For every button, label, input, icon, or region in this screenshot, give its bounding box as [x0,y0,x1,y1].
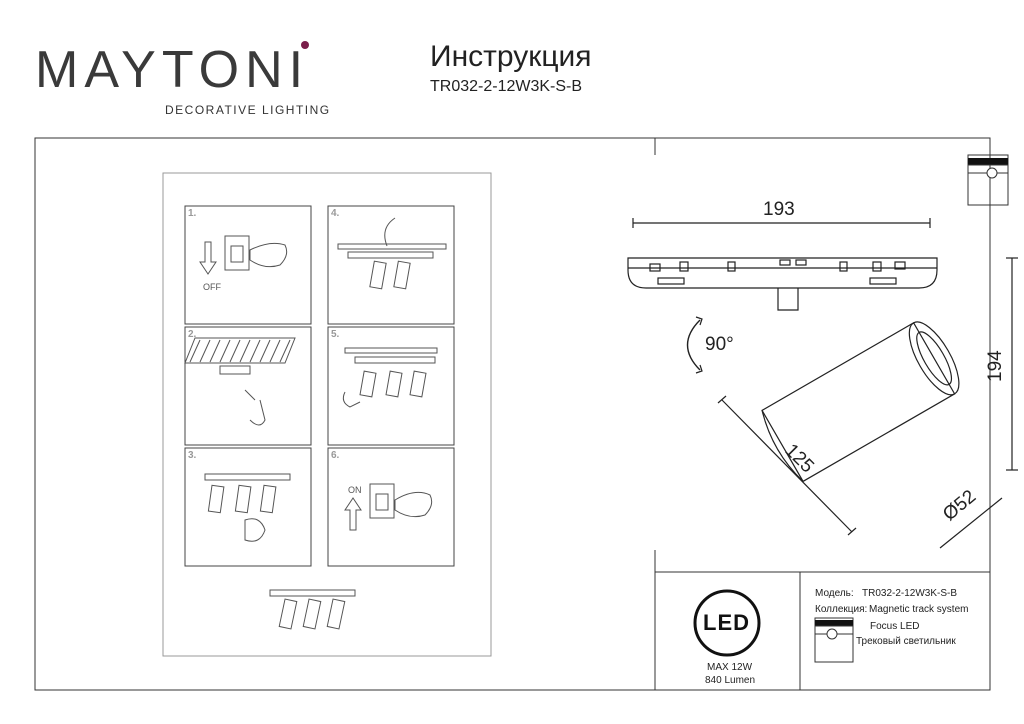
model-code: TR032-2-12W3K-S-B [430,78,583,95]
collection-value: Magnetic track system [869,604,969,615]
led-badge [693,589,761,657]
dimension-rotation: 90° [705,334,734,355]
step-box-6 [327,447,455,567]
switch-on-icon: ON [344,483,433,531]
page-title: Инструкция [430,40,592,73]
led-label: LED [703,610,750,635]
step-number-5: 5. [331,329,340,340]
brand-tagline: DECORATIVE LIGHTING [165,103,331,117]
instruction-panel [162,172,492,657]
model-label: Модель: [815,588,854,599]
dimension-height: 194 [985,350,1006,382]
svg-text:OFF: OFF [203,282,221,292]
track-icon-top [967,154,1009,206]
collection-label: Коллекция: [815,604,868,615]
lumen-rating: 840 Lumen [705,675,756,686]
switch-off-icon: OFF [199,235,288,292]
wire-connect-icon [337,217,447,290]
series-name: Focus LED [870,621,920,632]
track-icon-info [814,617,854,663]
model-value: TR032-2-12W3K-S-B [862,588,958,599]
step-number-1: 1. [188,208,197,219]
step-number-3: 3. [188,450,197,461]
step-box-5 [327,326,455,446]
step-box-1 [184,205,312,325]
screwdriver-icon [204,473,291,542]
power-rating: MAX 12W [707,662,753,673]
step-number-4: 4. [331,208,340,219]
outer-frame [34,137,991,691]
logo-dot [301,41,309,49]
dimension-width: 193 [763,199,795,220]
product-type: Трековый светильник [856,636,956,647]
final-assembly-icon [269,589,356,630]
step-number-6: 6. [331,450,340,461]
step-box-4 [327,205,455,325]
brand-logo: MAYTONI [35,41,310,99]
svg-text:ON: ON [348,485,362,495]
mount-icon [342,347,438,408]
ceiling-drill-icon [184,337,296,426]
step-number-2: 2. [188,329,197,340]
step-box-2 [184,326,312,446]
track-adapter-drawing [627,218,1018,549]
step-box-3 [184,447,312,567]
